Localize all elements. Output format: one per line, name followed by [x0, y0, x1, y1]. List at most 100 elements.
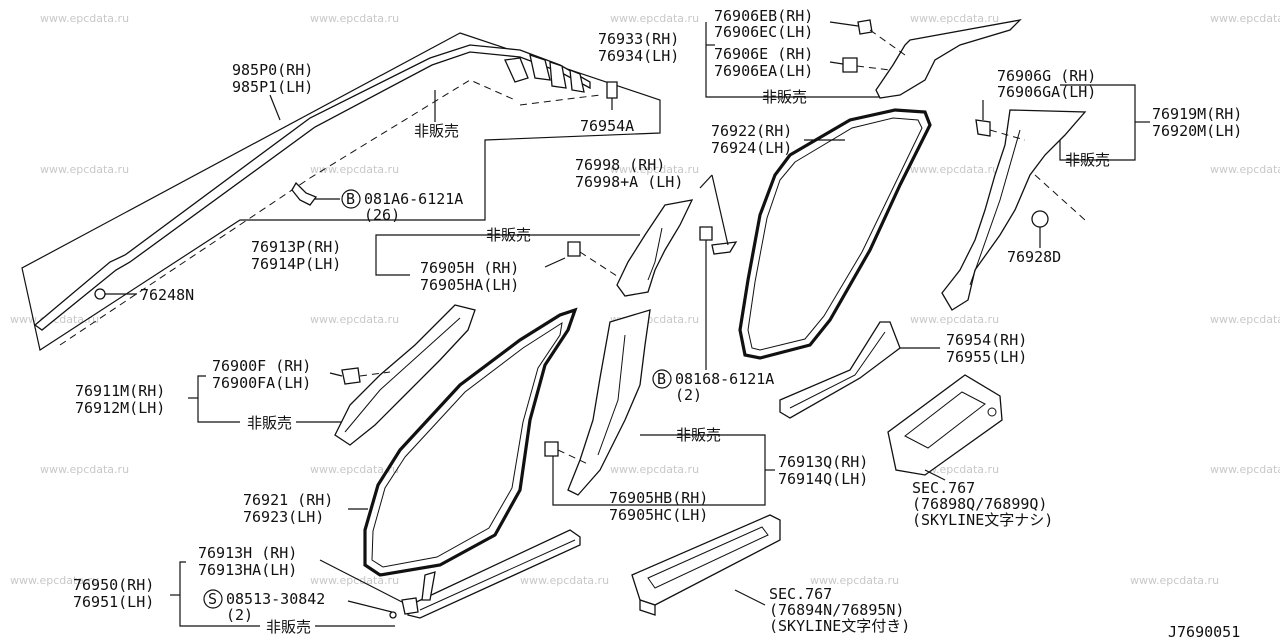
front-scuff-plate	[631, 514, 781, 616]
scuff-plate-hole	[987, 407, 997, 417]
label-76898Q-76899Q: (76898Q/76899Q)	[912, 495, 1047, 513]
label-76934-lh: 76934(LH)	[598, 47, 679, 65]
clip-76998	[699, 226, 713, 241]
label-sec767: SEC.767	[912, 479, 975, 497]
cap-76928D	[1031, 210, 1049, 228]
label-76906EC: 76906EC(LH)	[714, 23, 813, 41]
diagram-code: J7690051	[1168, 623, 1240, 640]
bracket-76919M	[1059, 84, 1136, 161]
label-76905HB: 76905HB(RH)	[609, 489, 708, 507]
leader-76906E	[829, 61, 844, 65]
label-76998A-lh: 76998+A (LH)	[575, 173, 683, 191]
bracket-76913P	[375, 234, 640, 276]
watermark: www.epcdata.ru	[310, 313, 399, 326]
dash-clip-76905H	[579, 251, 621, 279]
watermark: www.epcdata.ru	[310, 163, 399, 176]
label-76923: 76923(LH)	[243, 508, 324, 526]
dash-clip-g	[989, 129, 1026, 141]
rear-kicking-plate	[779, 321, 940, 419]
watermark: www.epcdata.ru	[1210, 463, 1280, 476]
pillar-finisher-76933	[875, 18, 1022, 99]
retainer-clip	[94, 288, 106, 300]
leader-sec767-lower	[734, 589, 766, 606]
watermark: www.epcdata.ru	[810, 574, 899, 587]
dash-clip-a	[869, 29, 906, 56]
pillar-inner-line	[969, 129, 1021, 286]
label-not-for-sale: 非販売	[676, 426, 721, 444]
rear-pillar-lower	[941, 84, 1150, 311]
bolt-76954A	[606, 81, 618, 99]
curtain-airbag-rail	[33, 44, 591, 331]
rear-door-weatherstrip	[738, 108, 932, 360]
label-76248N: 76248N	[140, 286, 194, 304]
label-not-for-sale: 非販売	[266, 618, 311, 636]
front-kicking-plate	[170, 529, 581, 627]
svg-text:B: B	[657, 370, 666, 388]
watermark: www.epcdata.ru	[10, 574, 99, 587]
pillar-garnish-detail	[647, 227, 663, 281]
watermark: www.epcdata.ru	[610, 163, 699, 176]
leader-sec767-upper	[924, 469, 946, 481]
watermark: www.epcdata.ru	[310, 574, 399, 587]
center-pillar-lower	[544, 309, 775, 506]
label-76928D: 76928D	[1007, 248, 1061, 266]
rear-scuff-plate	[887, 374, 1003, 481]
bolt-symbol: B	[652, 369, 672, 389]
airbag-dash-guide	[59, 79, 516, 346]
bracket-76933	[705, 22, 880, 98]
leader-76998	[699, 174, 713, 189]
leader-76905H	[544, 257, 566, 268]
watermark: www.epcdata.ru	[40, 163, 129, 176]
label-76950: 76950(RH)	[73, 576, 154, 594]
leader-985P0	[269, 94, 281, 121]
scuff-plate-76898Q	[887, 374, 1003, 476]
cover-76998	[711, 241, 738, 255]
watermark: www.epcdata.ru	[1210, 12, 1280, 25]
weatherstrip-76921	[363, 307, 578, 577]
pillar-finisher-76911M	[334, 304, 476, 446]
pillar-garnish-76913Q	[567, 309, 651, 496]
label-76913Q: 76913Q(RH)	[778, 453, 868, 471]
label-76906E: 76906E (RH)	[714, 45, 813, 63]
leader-76913H	[319, 559, 403, 603]
watermark: www.epcdata.ru	[610, 12, 699, 25]
label-76913H: 76913H (RH)	[198, 544, 297, 562]
label-76922: 76922(RH)	[711, 122, 792, 140]
label-985P0-rh: 985P0(RH)	[232, 61, 313, 79]
dash-clip-76900F	[359, 371, 391, 377]
label-not-for-sale: 非販売	[414, 122, 459, 140]
watermark-layer: www.epcdata.ru www.epcdata.ru www.epcdat…	[10, 12, 1280, 587]
watermark: www.epcdata.ru	[910, 163, 999, 176]
label-08168-qty: (2)	[675, 386, 702, 404]
label-76920M: 76920M(LH)	[1152, 122, 1242, 140]
weatherstrip-76922	[738, 108, 932, 360]
pillar-finisher-76919M	[941, 109, 1087, 311]
leader-76900F	[329, 372, 343, 377]
airbag-brackets	[504, 54, 585, 93]
label-skyline-with-text: (SKYLINE文字付き)	[769, 617, 910, 635]
label-76900FA: 76900FA(LH)	[212, 374, 311, 392]
watermark: www.epcdata.ru	[310, 463, 399, 476]
label-76894N-76895N: (76894N/76895N)	[769, 601, 904, 619]
label-76921: 76921 (RH)	[243, 491, 333, 509]
label-081A6-6121A: 081A6-6121A	[364, 190, 463, 208]
label-08168-6121A: 08168-6121A	[675, 370, 774, 388]
weatherstrip-76922-inner	[747, 117, 923, 351]
watermark: www.epcdata.ru	[910, 12, 999, 25]
clip-76906E	[842, 57, 858, 73]
front-door-weatherstrip	[348, 307, 578, 577]
airbag-dash-guide-2	[519, 94, 601, 106]
label-76906EB: 76906EB(RH)	[714, 7, 813, 25]
clip-76905H	[567, 241, 581, 257]
bracket-76913Q	[552, 434, 766, 506]
dash-clip-b	[856, 65, 891, 71]
label-08513-30842: 08513-30842	[226, 590, 325, 608]
watermark: www.epcdata.ru	[40, 12, 129, 25]
label-76955: 76955(LH)	[946, 348, 1027, 366]
clip-76905HB	[544, 441, 559, 457]
rear-pillar-upper	[705, 18, 1022, 99]
label-76914Q: 76914Q(LH)	[778, 470, 868, 488]
label-76905HC: 76905HC(LH)	[609, 506, 708, 524]
label-76913P: 76913P(RH)	[251, 238, 341, 256]
